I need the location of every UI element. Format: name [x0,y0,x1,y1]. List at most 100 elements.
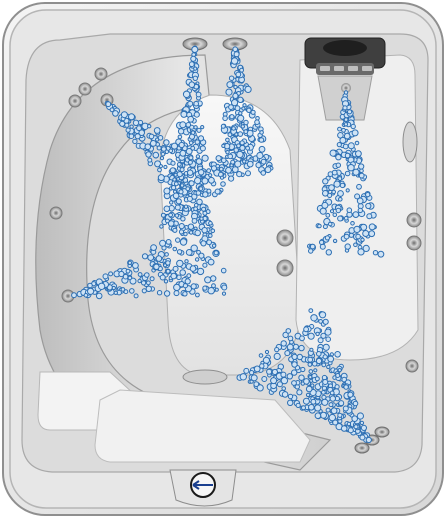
control-button-3[interactable] [348,66,358,71]
bubble [202,228,207,233]
bubble [96,293,102,299]
bubble [333,213,337,217]
bubble [216,156,221,161]
bubble [179,224,184,229]
bubble [84,294,88,298]
bubble [293,344,298,349]
bubble [176,238,180,242]
bubble [309,370,313,374]
bubble [133,120,138,125]
bubble [263,357,269,363]
bubble [335,352,341,358]
bubble [275,348,279,352]
bubble [135,134,140,139]
bubble [246,171,251,176]
control-button-2[interactable] [334,66,344,71]
bubble [215,189,220,194]
bubble [174,173,177,176]
bubble [161,213,165,217]
bubble [202,178,208,184]
bubble [207,169,211,173]
skimmer [170,470,236,506]
bubble [180,184,183,187]
bubble [247,161,253,167]
bubble [121,288,125,292]
bubble [292,362,297,367]
bubble [222,158,227,163]
bubble [183,292,187,296]
bubble [201,241,206,246]
bubble [178,129,183,134]
bubble [322,386,326,390]
bubble [129,114,135,120]
bubble [166,219,170,223]
bubble [348,165,354,171]
bubble [209,221,213,225]
bubble [126,128,130,132]
bubble [277,382,282,387]
bubble [211,229,215,233]
bubble [326,213,330,217]
bubble [125,123,129,127]
bubble [129,134,134,139]
bubble [355,194,360,199]
bubble [164,206,170,212]
bubble [160,157,163,160]
bubble [323,225,327,229]
bubble [212,284,216,288]
bubble [308,363,312,367]
bubble [232,127,236,131]
bubble [329,414,335,420]
bubble [164,165,167,168]
control-button-1[interactable] [320,66,330,71]
control-button-4[interactable] [362,66,372,71]
bubble [321,412,327,418]
bubble [326,250,331,255]
bubble [175,214,179,218]
bubble [179,142,184,147]
bubble [145,273,150,278]
bubble [195,140,199,144]
bubble [197,128,201,132]
bubble [197,199,203,205]
bubble [320,312,326,318]
bubble [166,240,171,245]
bubble [328,356,334,362]
bubble [308,333,314,339]
bubble [164,188,170,194]
bubble [261,171,266,176]
bubble [88,288,94,294]
bubble [281,341,286,346]
bubble [352,416,358,422]
bubble [322,202,328,208]
bubble [316,358,321,363]
bubble [340,137,346,143]
bubble [138,279,141,282]
bubble [242,107,245,110]
bubble [304,327,309,332]
bubble [162,147,167,152]
bubble [367,214,372,219]
bubble [288,394,292,398]
jet-icon [95,68,107,80]
bubble [148,158,152,162]
bubble [126,269,130,273]
bubble [145,144,151,150]
bubble [189,141,193,145]
bubble [300,336,305,341]
bubble [161,152,165,156]
bubble [189,82,195,88]
bubble [344,385,348,389]
bubble [323,191,329,197]
bubble [336,208,340,212]
bubble [191,56,196,61]
bubble [257,152,263,158]
bubble [98,283,104,289]
bubble [146,152,151,157]
bubble [178,135,182,139]
bubble [222,292,225,295]
bubble [173,266,178,271]
bubble [160,240,166,246]
bubble [339,401,344,406]
bubble [323,355,327,359]
